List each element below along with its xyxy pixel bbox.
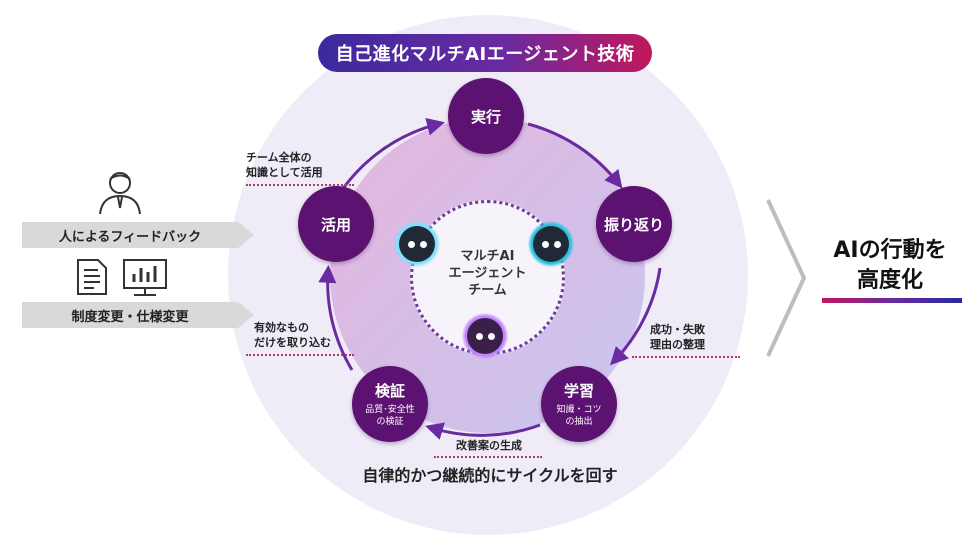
robot-icon bbox=[533, 226, 569, 262]
note-improvement-text: 改善案の生成 bbox=[456, 439, 522, 452]
arrow-execute-reflect bbox=[527, 122, 623, 189]
robot-icon bbox=[399, 226, 435, 262]
node-verify-sub1: 品質･安全性 bbox=[365, 405, 415, 415]
node-utilize: 活用 bbox=[298, 186, 374, 262]
robot-eye bbox=[487, 332, 495, 340]
note-improvement: 改善案の生成 bbox=[434, 438, 542, 458]
arrow-learn-verify bbox=[425, 422, 541, 440]
bottom-caption: 自律的かつ継続的にサイクルを回す bbox=[362, 466, 618, 485]
note-success-failure-line2: 理由の整理 bbox=[650, 338, 705, 351]
node-utilize-label: 活用 bbox=[320, 215, 351, 234]
chevron-right-icon bbox=[766, 199, 807, 357]
node-reflect: 振り返り bbox=[596, 186, 672, 262]
node-learn: 学習 知識・コツ の抽出 bbox=[541, 366, 617, 442]
note-team-knowledge-line1: チーム全体の bbox=[246, 151, 312, 164]
node-execute-label: 実行 bbox=[470, 107, 501, 126]
document-icon bbox=[77, 259, 107, 295]
input-feedback-label: 人によるフィードバック bbox=[58, 229, 202, 245]
center-label-line3: チーム bbox=[468, 283, 507, 298]
input-feedback: 人によるフィードバック bbox=[22, 222, 254, 248]
note-effective-only-line1: 有効なもの bbox=[254, 321, 309, 334]
robot-eye bbox=[407, 240, 415, 248]
node-verify-label: 検証 bbox=[374, 382, 405, 400]
node-verify: 検証 品質･安全性 の検証 bbox=[352, 366, 428, 442]
arrow-reflect-learn bbox=[610, 267, 662, 366]
robot-eye bbox=[419, 240, 427, 248]
note-effective-only-line2: だけを取り込む bbox=[254, 336, 331, 349]
node-learn-label: 学習 bbox=[563, 382, 594, 400]
center-label: マルチAI エージェント チーム bbox=[410, 248, 565, 299]
input-changes-label: 制度変更・仕様変更 bbox=[71, 309, 189, 325]
center-label-line1: マルチAI bbox=[460, 249, 515, 264]
robot-eye bbox=[475, 332, 483, 340]
input-changes: 制度変更・仕様変更 bbox=[22, 302, 254, 328]
arrow-verify-utilize bbox=[318, 264, 354, 371]
page-title: 自己進化マルチAIエージェント技術 bbox=[318, 34, 652, 72]
note-team-knowledge: チーム全体の 知識として活用 bbox=[246, 150, 354, 186]
node-learn-sub1: 知識・コツ bbox=[556, 405, 602, 415]
robot-icon bbox=[467, 318, 503, 354]
note-success-failure-line1: 成功・失敗 bbox=[650, 323, 705, 336]
node-reflect-label: 振り返り bbox=[603, 215, 664, 234]
arrow-utilize-execute bbox=[340, 117, 445, 191]
robot-eye bbox=[541, 240, 549, 248]
node-learn-sub2: の抽出 bbox=[565, 417, 593, 427]
monitor-chart-icon bbox=[123, 259, 167, 296]
node-execute: 実行 bbox=[448, 78, 524, 154]
result-text: AIの行動を 高度化 bbox=[810, 236, 970, 296]
node-verify-sub2: の検証 bbox=[376, 417, 404, 427]
result-line2: 高度化 bbox=[856, 268, 923, 293]
note-team-knowledge-line2: 知識として活用 bbox=[246, 166, 323, 179]
result-underline bbox=[822, 298, 962, 303]
result-line1: AIの行動を bbox=[833, 238, 947, 263]
note-effective-only: 有効なもの だけを取り込む bbox=[246, 320, 354, 356]
robot-eye bbox=[553, 240, 561, 248]
note-success-failure: 成功・失敗 理由の整理 bbox=[632, 322, 740, 358]
person-icon bbox=[99, 172, 141, 215]
center-label-line2: エージェント bbox=[448, 266, 527, 281]
